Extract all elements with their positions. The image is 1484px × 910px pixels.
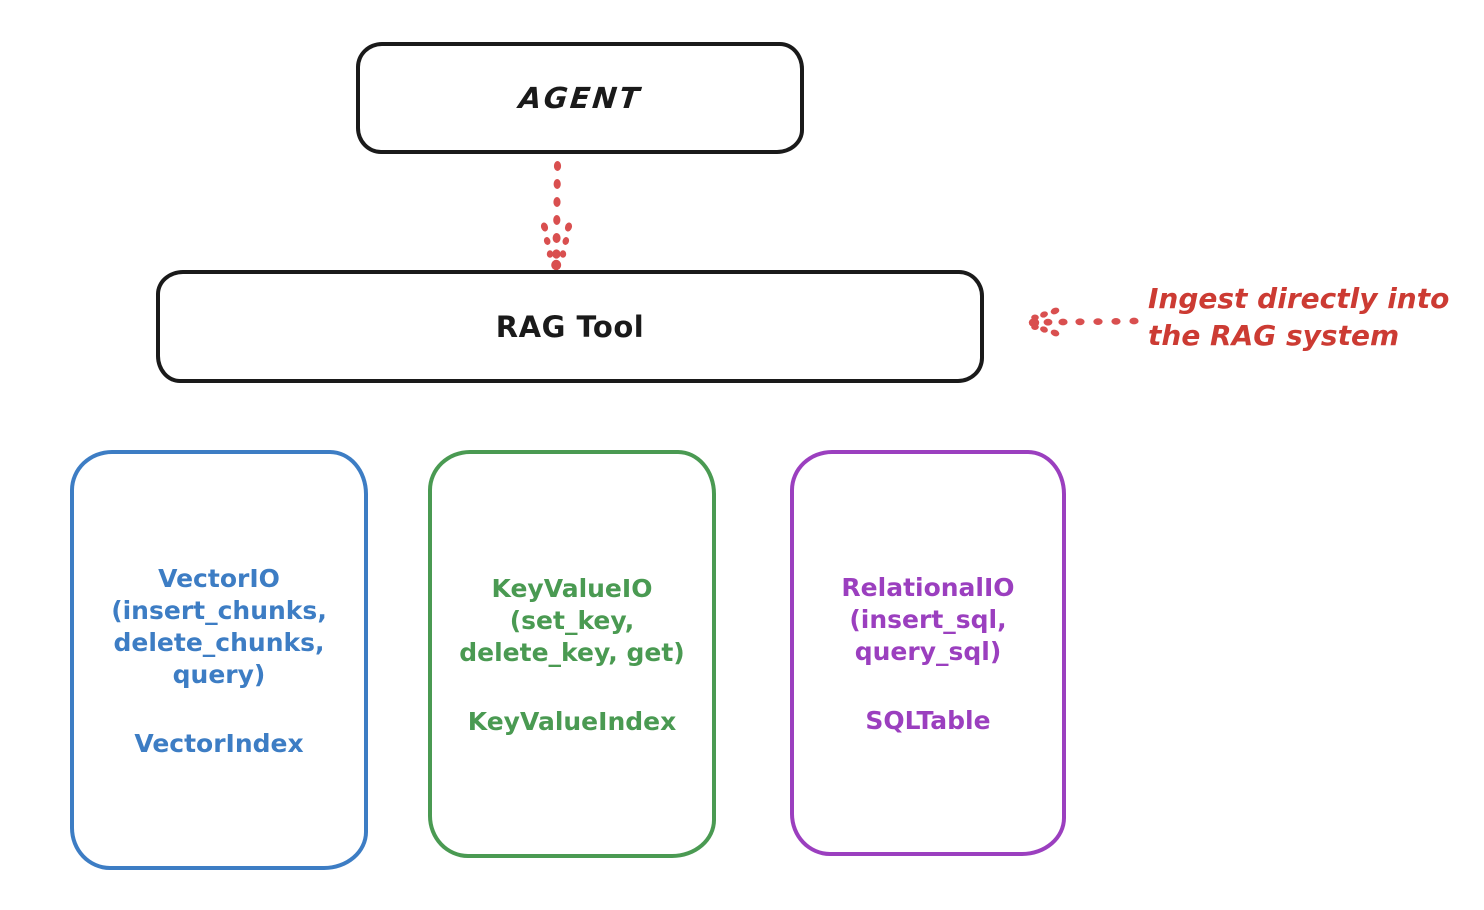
card-vector-io[interactable]: VectorIO (insert_chunks, delete_chunks, … [70,450,368,870]
annotation-ingest: Ingest directly into the RAG system [1148,282,1450,352]
card-relational-io-api-label: RelationalIO (insert_sql, query_sql) [841,572,1015,666]
node-agent-label: AGENT [516,81,644,115]
connector-annotation-to-rag-arrow-icon [1022,296,1140,346]
card-key-value-io-api-label: KeyValueIO (set_key, delete_key, get) [459,573,685,667]
node-rag-tool-label: RAG Tool [495,309,645,344]
node-rag-tool[interactable]: RAG Tool [156,270,984,383]
card-vector-io-api-label: VectorIO (insert_chunks, delete_chunks, … [111,563,327,689]
card-relational-io[interactable]: RelationalIO (insert_sql, query_sql) SQL… [790,450,1066,856]
node-agent[interactable]: AGENT [356,42,804,154]
connector-agent-to-rag-arrow-icon [540,160,574,272]
card-vector-io-index-label: VectorIndex [134,728,304,758]
card-relational-io-index-label: SQLTable [865,705,991,735]
card-key-value-io[interactable]: KeyValueIO (set_key, delete_key, get) Ke… [428,450,716,858]
card-key-value-io-index-label: KeyValueIndex [467,706,677,736]
